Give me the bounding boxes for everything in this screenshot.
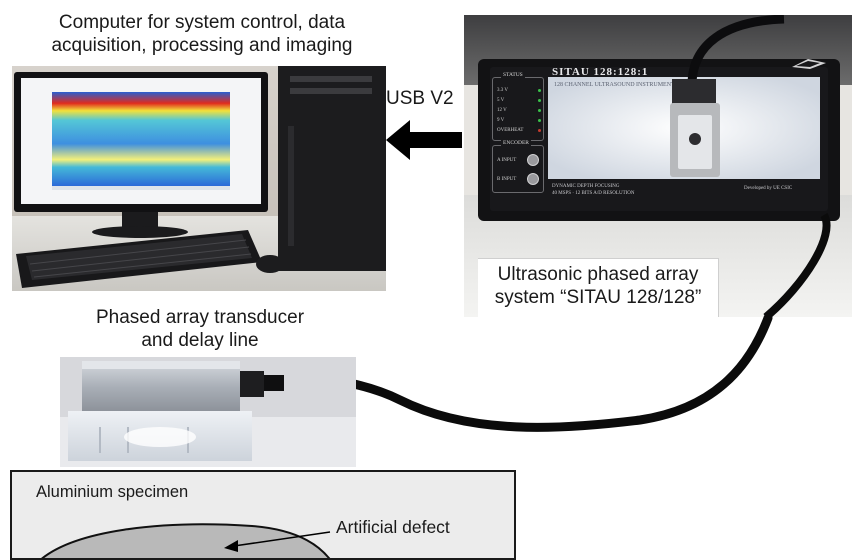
system-caption-box: Ultrasonic phased array system “SITAU 12…	[478, 258, 719, 317]
transducer-housing	[82, 361, 240, 413]
system-caption-line1: Ultrasonic phased array	[497, 264, 699, 285]
instrument-output-cable	[763, 212, 831, 317]
encoder-panel: ENCODER A INPUT B INPUT	[492, 140, 544, 193]
instrument-footer-line2: 40 MSPS · 12 BITS A/D RESOLUTION	[552, 191, 635, 196]
status-label-5v: 5 V	[497, 97, 505, 103]
encoder-a-connector-icon	[527, 154, 539, 166]
status-led-icon	[538, 118, 541, 122]
status-item: 3.3 V	[497, 85, 541, 95]
probe-connector	[672, 79, 716, 107]
computer-caption: Computer for system control, data acquis…	[22, 11, 382, 57]
transducer-connector	[240, 371, 264, 397]
status-led-icon	[538, 88, 541, 92]
status-label-12v: 12 V	[497, 107, 507, 113]
transducer-caption-line2: and delay line	[141, 330, 259, 351]
defect-label: Artificial defect	[336, 517, 450, 537]
encoder-a-label: A INPUT	[497, 158, 517, 163]
status-label-3v3: 3.3 V	[497, 87, 509, 93]
status-led-icon	[538, 98, 541, 102]
status-title: STATUS	[501, 72, 525, 78]
status-list: 3.3 V 5 V 12 V 9 V OVERHEAT	[497, 85, 541, 135]
manufacturer-logo-icon	[792, 59, 826, 69]
usb-arrow	[386, 120, 462, 160]
instrument-footer-line1: DYNAMIC DEPTH FOCUSING	[552, 184, 620, 189]
instrument-footer-left: DYNAMIC DEPTH FOCUSING 40 MSPS · 12 BITS…	[552, 183, 635, 197]
transducer-caption-line1: Phased array transducer	[95, 307, 305, 328]
status-led-icon	[538, 108, 541, 112]
instrument-top-cable	[687, 15, 785, 86]
status-item: 12 V	[497, 105, 541, 115]
encoder-b-label: B INPUT	[497, 177, 517, 182]
instrument-photo: SITAU 128:128:1 128 CHANNEL ULTRASOUND I…	[464, 15, 852, 317]
status-item: OVERHEAT	[497, 125, 541, 135]
status-label-overheat: OVERHEAT	[497, 127, 524, 133]
encoder-title: ENCODER	[501, 140, 531, 146]
specimen-label: Aluminium specimen	[36, 483, 189, 501]
computer-photo	[12, 66, 386, 291]
system-caption: Ultrasonic phased array system “SITAU 12…	[478, 263, 718, 309]
instrument-model: SITAU 128:128:1	[552, 66, 649, 78]
transducer-photo	[60, 357, 356, 467]
system-caption-line2: system “SITAU 128/128”	[494, 287, 702, 308]
status-item: 9 V	[497, 115, 541, 125]
instrument-subtitle: 128 CHANNEL ULTRASOUND INSTRUMENT	[554, 82, 675, 88]
computer-caption-line2: acquisition, processing and imaging	[51, 35, 353, 56]
instrument-footer-right: Developed by UE CSIC	[744, 186, 793, 191]
usb-label: USB V2	[386, 88, 454, 109]
specimen-panel: Aluminium specimen Artificial defect	[10, 470, 516, 560]
status-led-off-icon	[538, 128, 541, 132]
transducer-caption: Phased array transducer and delay line	[60, 306, 340, 352]
status-item: 5 V	[497, 95, 541, 105]
computer-caption-line1: Computer for system control, data	[58, 12, 346, 33]
status-label-9v: 9 V	[497, 117, 505, 123]
computer-illustration	[12, 66, 386, 291]
defect-shape	[41, 523, 331, 558]
encoder-b-connector-icon	[527, 173, 539, 185]
